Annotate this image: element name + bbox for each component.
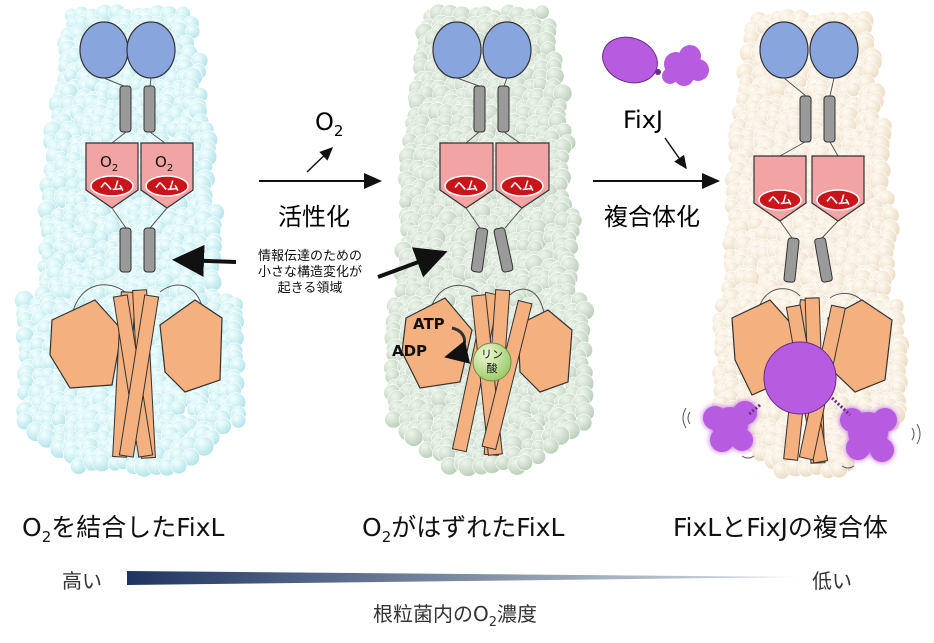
surface-bead <box>194 436 215 457</box>
surface-bead <box>181 448 200 467</box>
gradient-title: 根粒菌内のO2濃度 <box>373 602 538 630</box>
phosphate-label: 酸 <box>487 361 498 375</box>
blue-domain <box>809 21 859 79</box>
fixl-fixj-complex: ヘム ヘム <box>682 21 921 469</box>
kinase-domain <box>517 309 573 393</box>
gray-helix <box>823 95 836 143</box>
fixj-binding-arrow <box>664 137 687 170</box>
fixl-o2-free: ヘム ヘム ATP ADP リン 酸 <box>392 21 573 456</box>
activation-arrow-group: O2 活性化 <box>259 108 382 231</box>
heme-oval <box>90 175 134 197</box>
gray-helix <box>783 237 800 283</box>
high-label: 高い <box>62 569 102 593</box>
heme-oval <box>816 189 860 211</box>
blue-domain <box>126 21 176 79</box>
adp-label: ADP <box>392 342 427 360</box>
activation-label: 活性化 <box>278 203 350 231</box>
gray-helix <box>814 237 833 283</box>
kinase-domain <box>159 299 223 393</box>
heme-label: ヘム <box>510 179 534 193</box>
note-line: 情報伝達のための <box>257 249 362 264</box>
gray-helix <box>143 227 156 273</box>
blue-domain <box>79 21 129 79</box>
heme-label: ヘム <box>100 179 124 193</box>
kinase-domain <box>401 297 473 389</box>
heme-label: ヘム <box>768 193 792 207</box>
atp-label: ATP <box>413 315 445 333</box>
fixj-label: FixJ <box>623 106 663 134</box>
blue-domain <box>432 21 482 79</box>
note-line: 起きる領域 <box>277 281 343 296</box>
surface-bead <box>230 413 247 429</box>
heme-oval <box>500 175 544 197</box>
pointer-arrow-right <box>377 247 448 279</box>
surface-bead <box>542 437 560 455</box>
signaling-region-note: 情報伝達のための 小さな構造変化が 起きる領域 <box>240 249 380 297</box>
surface-bead <box>516 454 533 471</box>
heme-label: ヘム <box>155 179 179 193</box>
blue-domain <box>482 21 532 79</box>
o2-gradient-bar <box>127 571 800 585</box>
helix-bundle <box>112 289 160 459</box>
conversion-arrow <box>444 326 471 364</box>
kinase-domain <box>49 299 123 389</box>
o2-release-arrow <box>306 146 334 173</box>
pointer-arrow-left <box>172 244 237 277</box>
low-label: 低い <box>812 569 852 593</box>
heme-label: ヘム <box>454 179 478 193</box>
gray-helix <box>497 85 510 133</box>
gray-helix <box>119 227 132 273</box>
heme-label: ヘム <box>826 193 850 207</box>
caption-complex: FixLとFixJの複合体 <box>673 513 888 542</box>
heme-oval <box>758 189 802 211</box>
fixj-right-lobe <box>840 408 897 462</box>
caption-o2-bound: O2を結合したFixL <box>22 513 225 546</box>
fixl-o2-bound: O2 O2 ヘム ヘム <box>49 21 223 459</box>
gray-helix <box>119 85 132 133</box>
gray-helix <box>473 85 486 133</box>
fixj-central-domain <box>763 341 837 415</box>
fixj-molecule <box>602 36 709 86</box>
blue-domain <box>759 21 809 79</box>
heme-oval <box>444 175 488 197</box>
o2-site-label: O2 <box>100 153 118 174</box>
gray-helix <box>470 227 489 273</box>
surface-bead <box>170 457 188 475</box>
complex-formation-label: 複合体化 <box>604 203 700 231</box>
gray-helix <box>493 227 514 273</box>
released-o2-label: O2 <box>315 108 343 140</box>
phosphate-label: リン <box>481 348 503 361</box>
fixj-left-lobe <box>703 401 757 452</box>
gray-helix <box>799 95 812 143</box>
caption-o2-free: O2がはずれたFixL <box>362 513 565 546</box>
heme-oval <box>145 175 189 197</box>
surface-bead <box>404 427 424 447</box>
surface-bead <box>214 417 232 435</box>
complex-arrow-group: FixJ 複合体化 <box>593 106 720 231</box>
gray-helix <box>143 85 156 133</box>
note-line: 小さな構造変化が <box>257 265 362 280</box>
surface-bead <box>534 4 550 20</box>
motion-marks <box>682 407 921 469</box>
surface-bead <box>830 460 848 479</box>
phosphate-ball <box>472 342 512 382</box>
o2-site-label: O2 <box>155 153 173 174</box>
